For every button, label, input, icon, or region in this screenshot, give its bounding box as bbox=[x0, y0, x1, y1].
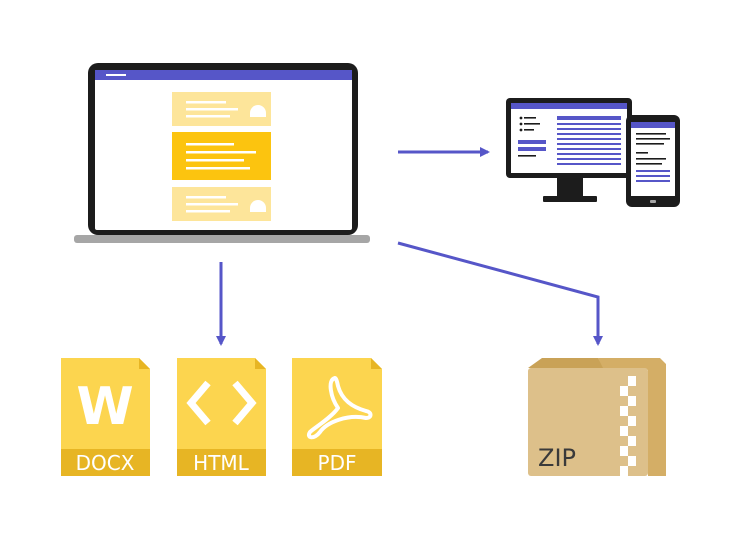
docx-label: DOCX bbox=[76, 451, 135, 475]
arrows bbox=[216, 147, 603, 346]
laptop-base bbox=[74, 235, 370, 243]
zipper bbox=[620, 376, 636, 476]
docx-file-icon: W DOCX bbox=[61, 358, 150, 476]
pdf-file-icon: PDF bbox=[292, 358, 382, 476]
laptop-screen-header bbox=[95, 70, 352, 80]
screen-card-bottom bbox=[172, 187, 271, 221]
html-file-icon: HTML bbox=[177, 358, 266, 476]
desktop-and-phone-icon bbox=[506, 98, 680, 207]
html-label: HTML bbox=[193, 451, 250, 475]
zip-label: ZIP bbox=[538, 444, 576, 472]
pdf-label-band bbox=[292, 449, 382, 476]
screen-card-middle bbox=[172, 132, 271, 180]
docx-label-band bbox=[61, 449, 150, 476]
arrow-to-zip bbox=[397, 241, 603, 346]
screen-card-top bbox=[172, 92, 271, 126]
laptop-icon bbox=[74, 63, 370, 243]
docx-word-glyph: W bbox=[76, 377, 133, 437]
html-label-band bbox=[177, 449, 266, 476]
pdf-label: PDF bbox=[318, 451, 357, 475]
zip-folder-icon: ZIP bbox=[528, 358, 666, 476]
code-brackets-icon bbox=[186, 380, 257, 426]
acrobat-icon bbox=[307, 376, 373, 440]
